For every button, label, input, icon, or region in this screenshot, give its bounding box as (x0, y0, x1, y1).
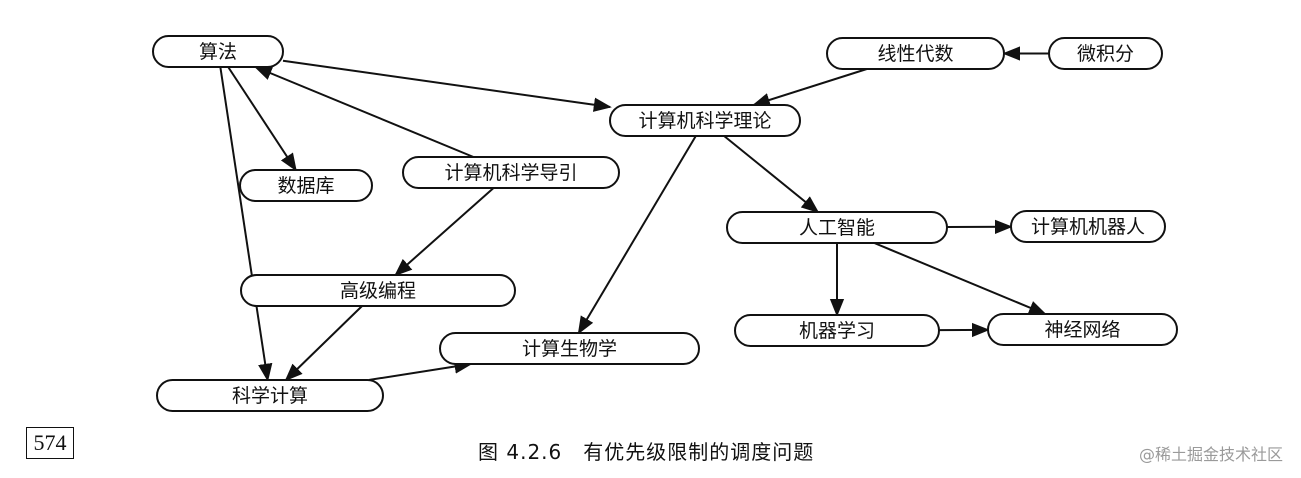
node-capsule (152, 35, 284, 68)
edges (219, 46, 1049, 382)
node-capsule (439, 332, 700, 365)
page-number: 574 (26, 427, 74, 459)
edge-ai-to-neural_networks (873, 242, 1047, 315)
node-capsule (240, 274, 516, 307)
node-capsule (734, 314, 940, 347)
edge-linear_algebra-to-cs_theory (751, 68, 868, 107)
node-machine_learning: 机器学习 (734, 314, 940, 347)
node-capsule (402, 156, 620, 189)
node-comp_biology: 计算生物学 (439, 332, 700, 365)
node-ai: 人工智能 (726, 211, 948, 244)
node-capsule (609, 104, 801, 137)
node-database: 数据库 (239, 169, 373, 202)
node-intro_cs: 计算机科学导引 (402, 156, 620, 189)
node-label: 线性代数 (877, 43, 953, 65)
node-label: 机器学习 (799, 320, 875, 342)
node-sci_computing: 科学计算 (156, 379, 384, 412)
node-algorithm: 算法 (152, 35, 284, 68)
edge-adv_programming-to-sci_computing (284, 305, 363, 382)
node-label: 人工智能 (799, 217, 875, 239)
node-capsule (987, 313, 1178, 346)
edge-sci_computing-to-comp_biology (368, 359, 473, 381)
node-capsule (826, 37, 1005, 70)
node-label: 科学计算 (232, 385, 308, 407)
node-capsule (239, 169, 373, 202)
figure-caption: 图 4.2.6 有优先级限制的调度问题 (478, 440, 815, 464)
node-label: 计算生物学 (522, 338, 617, 360)
node-calculus: 微积分 (1048, 37, 1163, 70)
node-capsule (1048, 37, 1163, 70)
node-robotics: 计算机机器人 (1010, 210, 1166, 243)
edge-algorithm-to-sci_computing (219, 66, 273, 382)
node-label: 微积分 (1077, 43, 1134, 65)
node-capsule (726, 211, 948, 244)
node-cs_theory: 计算机科学理论 (609, 104, 801, 137)
node-capsule (156, 379, 384, 412)
node-adv_programming: 高级编程 (240, 274, 516, 307)
node-label: 算法 (199, 41, 237, 63)
node-label: 数据库 (277, 175, 334, 197)
node-label: 神经网络 (1044, 319, 1120, 341)
edge-algorithm-to-database (227, 66, 297, 172)
edge-cs_theory-to-comp_biology (577, 135, 697, 335)
node-label: 计算机机器人 (1031, 216, 1145, 238)
edge-intro_cs-to-algorithm (253, 66, 474, 158)
node-capsule (1010, 210, 1166, 243)
node-label: 高级编程 (340, 280, 416, 302)
watermark: @稀土掘金技术社区 (1138, 445, 1283, 464)
node-neural_networks: 神经网络 (987, 313, 1178, 346)
edge-intro_cs-to-adv_programming (394, 187, 495, 277)
node-linear_algebra: 线性代数 (826, 37, 1005, 70)
edge-algorithm-to-cs_theory (282, 59, 612, 112)
node-label: 计算机科学理论 (638, 110, 771, 132)
node-label: 计算机科学导引 (444, 162, 577, 184)
edge-cs_theory-to-ai (723, 135, 820, 214)
